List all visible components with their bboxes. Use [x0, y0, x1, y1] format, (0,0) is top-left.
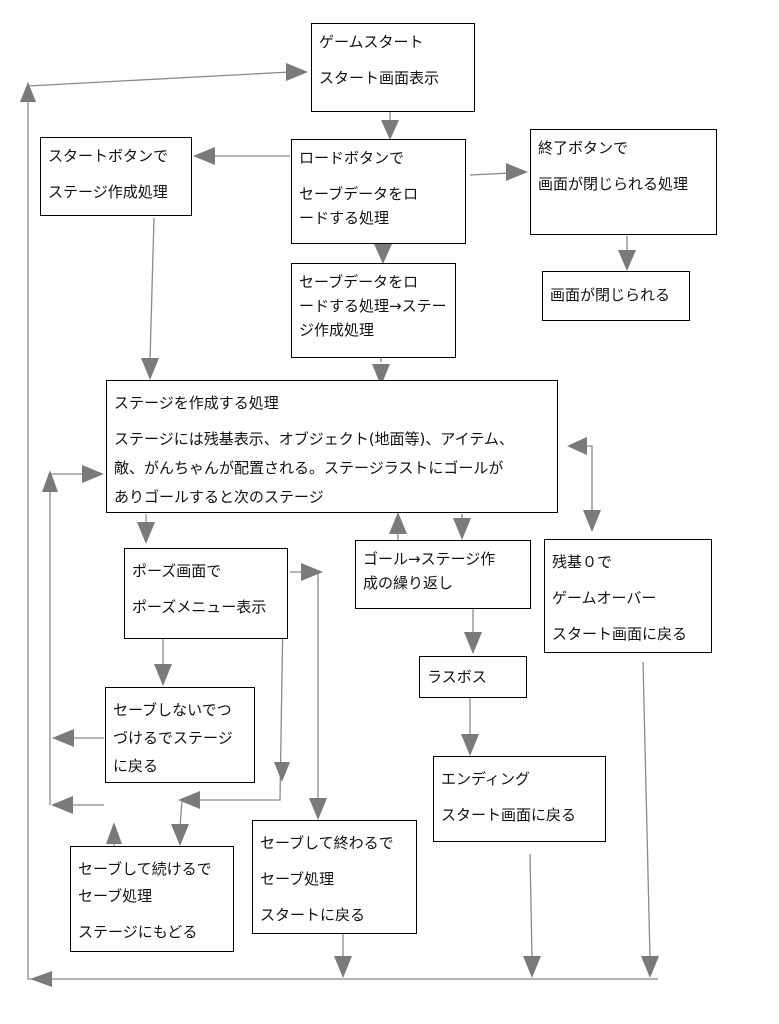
node-text: ステージ作成処理 — [48, 183, 168, 201]
node-text: スタート画面に戻る — [552, 625, 688, 643]
connector-loop-create-right-head — [82, 465, 104, 483]
connector-pause-side-head — [274, 762, 290, 782]
connector-savecont-left-head — [51, 796, 73, 814]
node-last-boss: ラスボス — [419, 656, 527, 698]
node-no-save-continue: セーブしないでつ づけるでステージ に戻る — [105, 687, 255, 783]
connector-load-startbtn-head — [193, 147, 215, 165]
connector-startbtn-create-head — [141, 358, 159, 380]
connector-ending-bottom-head — [523, 956, 541, 978]
node-text: ステージには残基表示、オブジェクト(地面等)、アイテム、 — [114, 430, 514, 448]
node-text: に戻る — [113, 757, 159, 775]
connector-pause-savecont-down — [179, 799, 183, 829]
node-text: セーブデータをロ — [299, 273, 419, 291]
connector-load-exit — [469, 172, 511, 176]
node-text: づけるでステージ — [113, 729, 233, 747]
connector-exit-closed-head — [618, 250, 636, 271]
node-text: ポーズ画面で — [132, 562, 222, 580]
connector-create-goal-head — [453, 518, 471, 540]
connector-loop-create-up-head — [42, 470, 58, 492]
connector-gameover-bottom — [642, 661, 651, 959]
connector-nosave-loop-head — [52, 729, 74, 747]
node-text: セーブして続けるで — [78, 860, 212, 878]
node-text: ありゴールすると次のステージ — [114, 488, 324, 506]
node-text: 終了ボタンで — [538, 139, 629, 157]
connector-boss-ending-head — [461, 734, 479, 756]
connector-startbtn-create — [149, 217, 155, 361]
connector-load-exit-head — [506, 163, 528, 181]
connector-pause-nosave-head — [154, 664, 172, 686]
node-text: セーブしないでつ — [113, 701, 232, 719]
connector-return-main-line — [27, 86, 658, 980]
node-create-stage: ステージを作成する処理 ステージには残基表示、オブジェクト(地面等)、アイテム、… — [106, 380, 558, 513]
node-text: セーブ処理 — [260, 870, 335, 888]
connector-load-loadstage-head — [374, 244, 392, 264]
connector-goal-create-head — [389, 512, 407, 534]
connector-pause-savequit-head — [309, 798, 327, 820]
connector-gameover-bottom-head — [641, 956, 659, 978]
node-game-start: ゲームスタート スタート画面表示 — [311, 23, 475, 112]
connector-pause-savequit — [290, 571, 319, 802]
connector-return-left-head — [30, 971, 52, 987]
node-text: エンディング — [441, 770, 530, 788]
node-text: ステージを作成する処理 — [114, 394, 279, 412]
connector-savequit-bottom-head — [334, 956, 352, 978]
node-text: ードする処理 — [299, 209, 390, 227]
node-text: ードする処理→ステー — [299, 297, 447, 315]
connector-loop-create — [49, 473, 84, 805]
node-text: スタートに戻る — [260, 906, 366, 924]
node-exit-button: 終了ボタンで 画面が閉じられる処理 — [530, 129, 717, 235]
connector-pause-savecont-down-head — [171, 824, 189, 846]
node-text: セーブデータをロ — [299, 185, 419, 203]
node-text: スタート画面に戻る — [441, 806, 577, 824]
connector-pause-savequit-right-head — [301, 563, 323, 581]
node-save-continue: セーブして続けるで セーブ処理 ステージにもどる — [70, 846, 234, 952]
node-ending: エンディング スタート画面に戻る — [433, 756, 606, 842]
connector-ending-bottom — [529, 853, 533, 959]
connector-create-gameover — [570, 445, 593, 518]
node-text: ゲームオーバー — [552, 589, 657, 607]
node-pause: ポーズ画面で ポーズメニュー表示 — [124, 548, 288, 639]
node-text: 敵、がんちゃんが配置される。ステージラストにゴールが — [114, 459, 504, 477]
node-text: ゴール→ステージ作 — [363, 550, 496, 568]
connector-create-pause-head — [137, 522, 155, 544]
node-screen-closed: 画面が閉じられる — [542, 271, 690, 321]
node-text: 残基０で — [552, 553, 613, 571]
node-text: 画面が閉じられる処理 — [538, 175, 689, 193]
node-load-button: ロードボタンで セーブデータをロ ードする処理 — [291, 139, 466, 244]
node-text: セーブして終わるで — [260, 834, 394, 852]
node-text: 成の繰り返し — [363, 574, 454, 592]
node-load-stage: セーブデータをロ ードする処理→ステー ジ作成処理 — [291, 263, 456, 358]
connector-start-load-head — [381, 120, 399, 140]
connector-to-start-head — [286, 63, 308, 81]
connector-to-start — [27, 71, 291, 87]
node-text: ステージにもどる — [78, 923, 198, 941]
node-text: スタート画面表示 — [319, 69, 440, 87]
node-text: ゲームスタート — [319, 33, 424, 51]
connector-savecont-up-head — [106, 822, 122, 844]
connector-create-gameover-tail-head — [567, 437, 587, 455]
node-text: スタートボタンで — [48, 147, 169, 165]
node-goal-repeat: ゴール→ステージ作 成の繰り返し — [355, 540, 531, 609]
node-start-button: スタートボタンで ステージ作成処理 — [40, 137, 192, 216]
node-text: ラスボス — [427, 668, 487, 686]
node-save-quit: セーブして終わるで セーブ処理 スタートに戻る — [252, 820, 417, 934]
node-text: ジ作成処理 — [299, 321, 375, 339]
connector-goal-boss-head — [464, 632, 482, 654]
connector-pause-savecont — [200, 611, 284, 801]
connector-pause-savecont-left-head — [178, 791, 200, 809]
connector-loadstage-create-head — [372, 364, 390, 386]
connector-return-up-head — [20, 82, 36, 102]
connector-create-gameover-head — [583, 510, 601, 532]
node-text: セーブ処理 — [78, 887, 153, 905]
node-text: ポーズメニュー表示 — [132, 598, 267, 616]
node-text: ロードボタンで — [299, 149, 405, 167]
node-game-over: 残基０で ゲームオーバー スタート画面に戻る — [544, 539, 712, 653]
node-text: 画面が閉じられる — [550, 286, 671, 304]
